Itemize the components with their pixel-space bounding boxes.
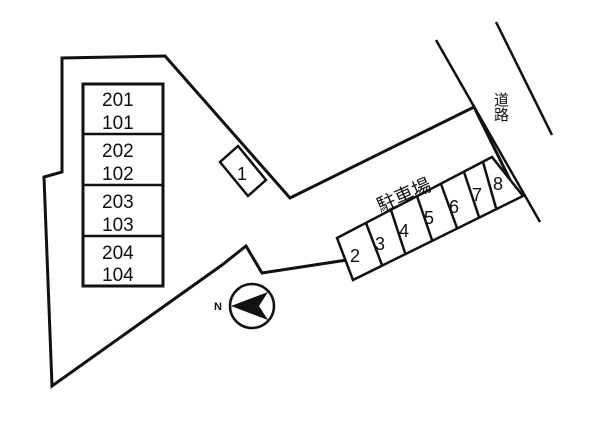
unit-203: 203 [102,192,134,213]
unit-204: 204 [102,243,134,264]
road-edge-left [434,39,542,223]
parking-slot-label: 1 [237,164,247,184]
parking-slot-7: 7 [472,185,482,205]
lot-outline [42,54,521,389]
parking-strip-outline [335,155,525,282]
parking-slot-4: 4 [399,221,409,241]
unit-101: 101 [102,113,134,134]
north-compass: N [214,282,276,330]
compass-label: N [214,301,222,313]
unit-201: 201 [102,90,134,111]
parking-slot-1: 1 [218,144,268,198]
unit-104: 104 [102,265,134,286]
road-label: 道路 [492,92,510,122]
compass-arrow-icon [231,292,268,320]
parking-slot-8: 8 [493,174,503,194]
parking-slot-5: 5 [424,208,434,228]
road-edge-right [494,21,554,136]
parking-slot-2: 2 [350,246,360,266]
building: 201 101 202 102 203 103 204 104 [81,82,165,288]
parking-slot-3: 3 [375,234,385,254]
unit-202: 202 [102,141,134,162]
parking-slot-6: 6 [449,197,459,217]
unit-102: 102 [102,164,134,185]
unit-103: 103 [102,215,134,236]
parking-strip: 2 3 4 5 6 7 8 [335,155,525,282]
